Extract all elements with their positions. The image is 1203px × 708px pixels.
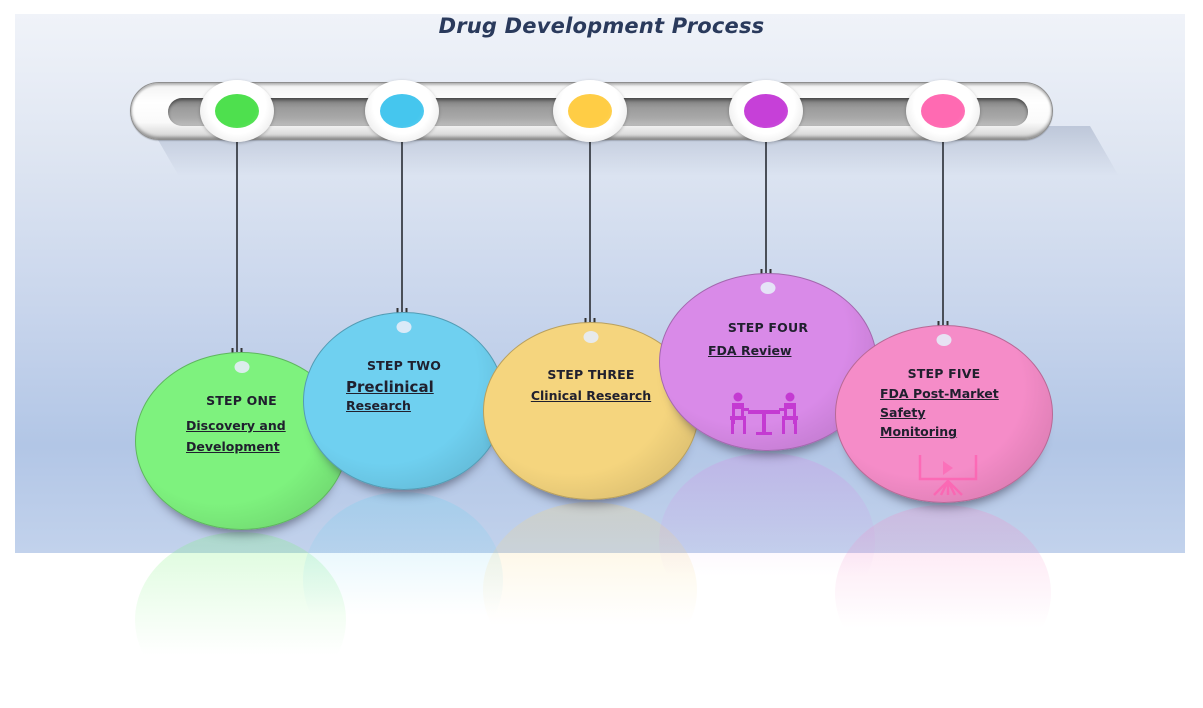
- step-label: STEP ONE: [206, 393, 277, 408]
- timeline-dot: [380, 94, 424, 128]
- step-label: STEP THREE: [547, 367, 635, 382]
- step-label: STEP TWO: [366, 358, 442, 373]
- step-disc-1: STEP ONE Discovery and Development: [135, 352, 348, 530]
- step-name-line: Safety: [880, 405, 926, 420]
- step-name-line: Preclinical: [346, 378, 434, 396]
- step-label: STEP FIVE: [907, 366, 981, 381]
- step-disc-5: STEP FIVE FDA Post-Market Safety Monitor…: [835, 325, 1053, 503]
- step-name-line: Discovery and: [186, 418, 286, 433]
- disc-hole: [396, 321, 412, 333]
- step-disc-2: STEP TWO Preclinical Research: [303, 312, 505, 490]
- disc-reflection: [303, 492, 503, 668]
- hanging-string: [942, 139, 944, 325]
- step-name-line: Research: [346, 398, 411, 413]
- timeline-dot: [215, 94, 259, 128]
- disc-hole: [936, 334, 952, 346]
- disc-hole: [234, 361, 249, 373]
- meeting-icon: [730, 392, 798, 435]
- disc-hole: [760, 282, 776, 294]
- step-label: STEP FOUR: [727, 320, 809, 335]
- presentation-board-icon: [918, 455, 978, 496]
- timeline-knob: [365, 80, 439, 142]
- hanging-string: [401, 139, 403, 312]
- step-name-line: FDA Review: [708, 343, 792, 358]
- diagram-title: Drug Development Process: [438, 14, 765, 38]
- step-name-line: Monitoring: [880, 424, 958, 439]
- hanging-string: [765, 139, 767, 273]
- disc-reflection: [835, 505, 1051, 681]
- hanging-string: [236, 139, 238, 352]
- timeline-dot: [568, 94, 612, 128]
- timeline-dot: [744, 94, 788, 128]
- timeline-knob: [200, 80, 274, 142]
- timeline-knob: [553, 80, 627, 142]
- disc-hole: [583, 331, 599, 343]
- hanging-string: [589, 139, 591, 322]
- step-name-line: Development: [186, 439, 280, 454]
- step-name-line: FDA Post-Market: [880, 386, 999, 401]
- timeline-dot: [921, 94, 965, 128]
- timeline-knob: [729, 80, 803, 142]
- timeline-knob: [906, 80, 980, 142]
- step-name-line: Clinical Research: [530, 388, 652, 403]
